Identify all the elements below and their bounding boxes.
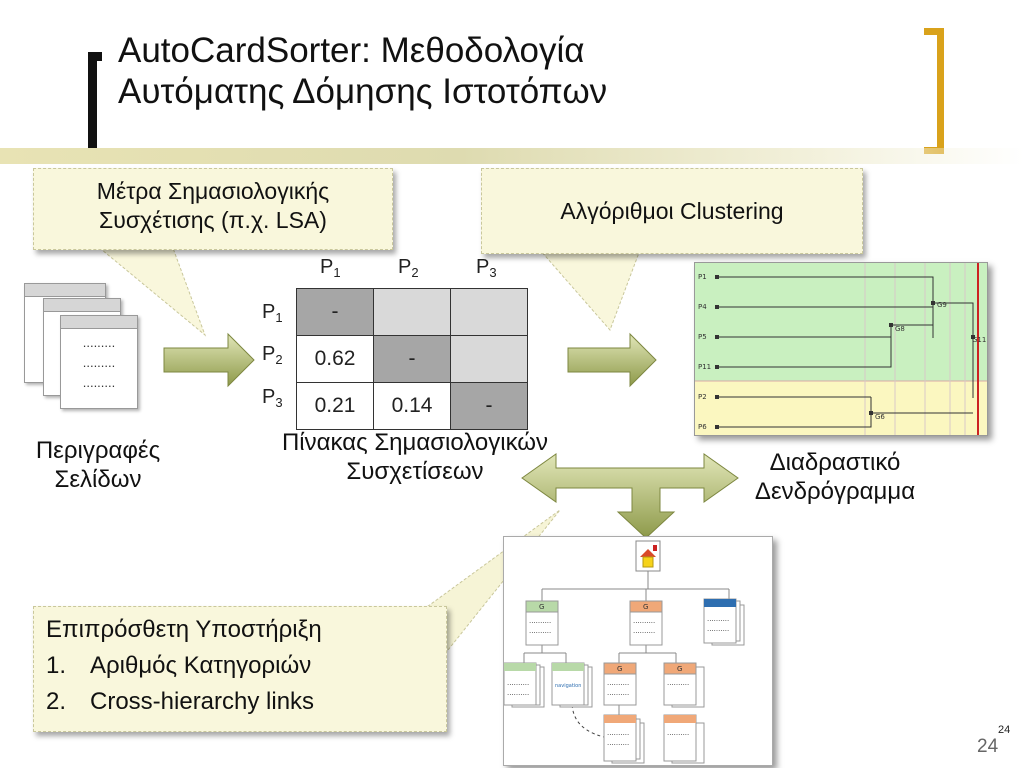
matrix-caption-line2: Συσχετίσεων — [346, 458, 484, 485]
clustering-callout-tail — [538, 249, 641, 331]
tree-dots: .......... — [507, 689, 529, 697]
similarity-matrix: - 0.62 - 0.21 0.14 - — [296, 288, 528, 430]
tree-group-label: G — [539, 603, 544, 611]
tree-dots: .......... — [607, 689, 629, 697]
support-item-number: 2. — [46, 688, 67, 715]
matrix-row: 0.21 0.14 - — [296, 382, 528, 430]
support-item-number: 1. — [46, 652, 67, 679]
tree-group-label: G — [677, 665, 682, 673]
bidirectional-t-arrow — [521, 453, 739, 539]
slide-title-line1: AutoCardSorter: Μεθοδολογία — [118, 31, 585, 70]
tree-dots: .......... — [607, 729, 629, 737]
site-tree-panel: G .......... .......... G .......... ...… — [503, 536, 773, 766]
matrix-row-header-3: P3 — [262, 386, 283, 410]
dendro-leaf-label: P11 — [698, 363, 711, 371]
tree-dots: .......... — [633, 627, 655, 635]
matrix-col-header-2: P2 — [398, 256, 419, 280]
dendrogram-caption-line1: Διαδραστικό — [769, 449, 901, 476]
tree-dots: .......... — [707, 615, 729, 623]
matrix-caption-line1: Πίνακας Σημασιολογικών — [281, 429, 549, 456]
matrix-cell — [450, 288, 528, 336]
matrix-row-header-2: P2 — [262, 343, 283, 367]
matrix-col-header-1: P1 — [320, 256, 341, 280]
dendrogram-caption: Διαδραστικό Δενδρόγραμμα — [712, 448, 958, 506]
matrix-row: 0.62 - — [296, 335, 528, 383]
matrix-cell — [373, 288, 451, 336]
matrix-cell: - — [373, 335, 451, 383]
lsa-callout-line1: Μέτρα Σημασιολογικής — [96, 178, 330, 204]
support-item-1: 1. Αριθμός Κατηγοριών — [46, 649, 311, 683]
dendro-node-label: G6 — [875, 413, 885, 421]
matrix-cell: - — [450, 382, 528, 430]
dendro-leaf-label: P6 — [698, 423, 707, 431]
dendrogram-svg: P1 P4 P5 P11 P2 P6 G9 G8 G11 G6 — [695, 263, 987, 435]
flow-arrow-1 — [163, 332, 255, 388]
dendro-leaf-label: P4 — [698, 303, 707, 311]
support-item-text: Αριθμός Κατηγοριών — [90, 652, 312, 679]
page-descriptions-label: Περιγραφές Σελίδων — [0, 436, 196, 494]
tree-group-label: G — [643, 603, 648, 611]
page-card-front: ......... ......... ......... — [60, 315, 138, 409]
dendrogram-caption-line2: Δενδρόγραμμα — [754, 478, 916, 505]
page-number-small: 24 — [998, 724, 1011, 736]
card-dots-line: ......... — [82, 335, 116, 350]
card-dots-line: ......... — [82, 355, 116, 370]
slide-title-line2: Αυτόματης Δόμησης Ιστοτόπων — [118, 72, 608, 111]
slide-title: AutoCardSorter: Μεθοδολογία Αυτόματης Δό… — [118, 30, 607, 112]
matrix-column-headers: P1 P2 P3 — [300, 256, 540, 286]
support-callout-title: Επιπρόσθετη Υποστήριξη — [46, 616, 322, 643]
dendro-leaf-label: P2 — [698, 393, 707, 401]
matrix-row: - — [296, 288, 528, 336]
tree-dots: .......... — [633, 617, 655, 625]
clustering-callout-text: Αλγόριθμοι Clustering — [560, 198, 784, 224]
page-descriptions-line2: Σελίδων — [54, 466, 142, 493]
support-item-2: 2. Cross-hierarchy links — [46, 685, 314, 719]
lsa-callout-line2: Συσχέτισης (π.χ. LSA) — [99, 207, 327, 233]
dendro-node-label: G8 — [895, 325, 905, 333]
support-callout: Επιπρόσθετη Υποστήριξη 1. Αριθμός Κατηγορ… — [33, 606, 447, 732]
card-dots-line: ......... — [82, 375, 116, 390]
support-item-text: Cross-hierarchy links — [90, 688, 315, 715]
site-tree-svg: G .......... .......... G .......... ...… — [504, 540, 745, 764]
matrix-row-header-1: P1 — [262, 301, 283, 325]
matrix-cell: - — [296, 288, 374, 336]
tree-dots: .......... — [707, 625, 729, 633]
clustering-callout: Αλγόριθμοι Clustering — [481, 168, 863, 254]
title-underline-bar — [0, 148, 1024, 164]
dendrogram-panel: P1 P4 P5 P11 P2 P6 G9 G8 G11 G6 — [694, 262, 988, 436]
tree-group-label: G — [617, 665, 622, 673]
matrix-cell: 0.14 — [373, 382, 451, 430]
tree-dots: .......... — [667, 679, 689, 687]
tree-dots: .......... — [607, 679, 629, 687]
dendro-node-label: G11 — [972, 336, 986, 344]
page-descriptions-line1: Περιγραφές — [35, 437, 161, 464]
matrix-cell: 0.62 — [296, 335, 374, 383]
matrix-cell — [450, 335, 528, 383]
tree-dots: .......... — [507, 679, 529, 687]
tree-dots: .......... — [607, 739, 629, 747]
tree-dots: .......... — [667, 729, 689, 737]
matrix-col-header-3: P3 — [476, 256, 497, 280]
tree-dots: .......... — [529, 617, 551, 625]
dendro-node-label: G9 — [937, 301, 947, 309]
title-bracket-left — [88, 52, 102, 152]
tree-dots: .......... — [529, 627, 551, 635]
matrix-cell: 0.21 — [296, 382, 374, 430]
page-number: 24 — [977, 736, 999, 757]
flow-arrow-2 — [567, 332, 657, 388]
dendro-leaf-label: P5 — [698, 333, 707, 341]
dendro-leaf-label: P1 — [698, 273, 707, 281]
lsa-callout: Μέτρα Σημασιολογικής Συσχέτισης (π.χ. LS… — [33, 168, 393, 250]
matrix-caption: Πίνακας Σημασιολογικών Συσχετίσεων — [215, 428, 615, 486]
tree-navigation-link-label: navigation — [555, 683, 581, 689]
